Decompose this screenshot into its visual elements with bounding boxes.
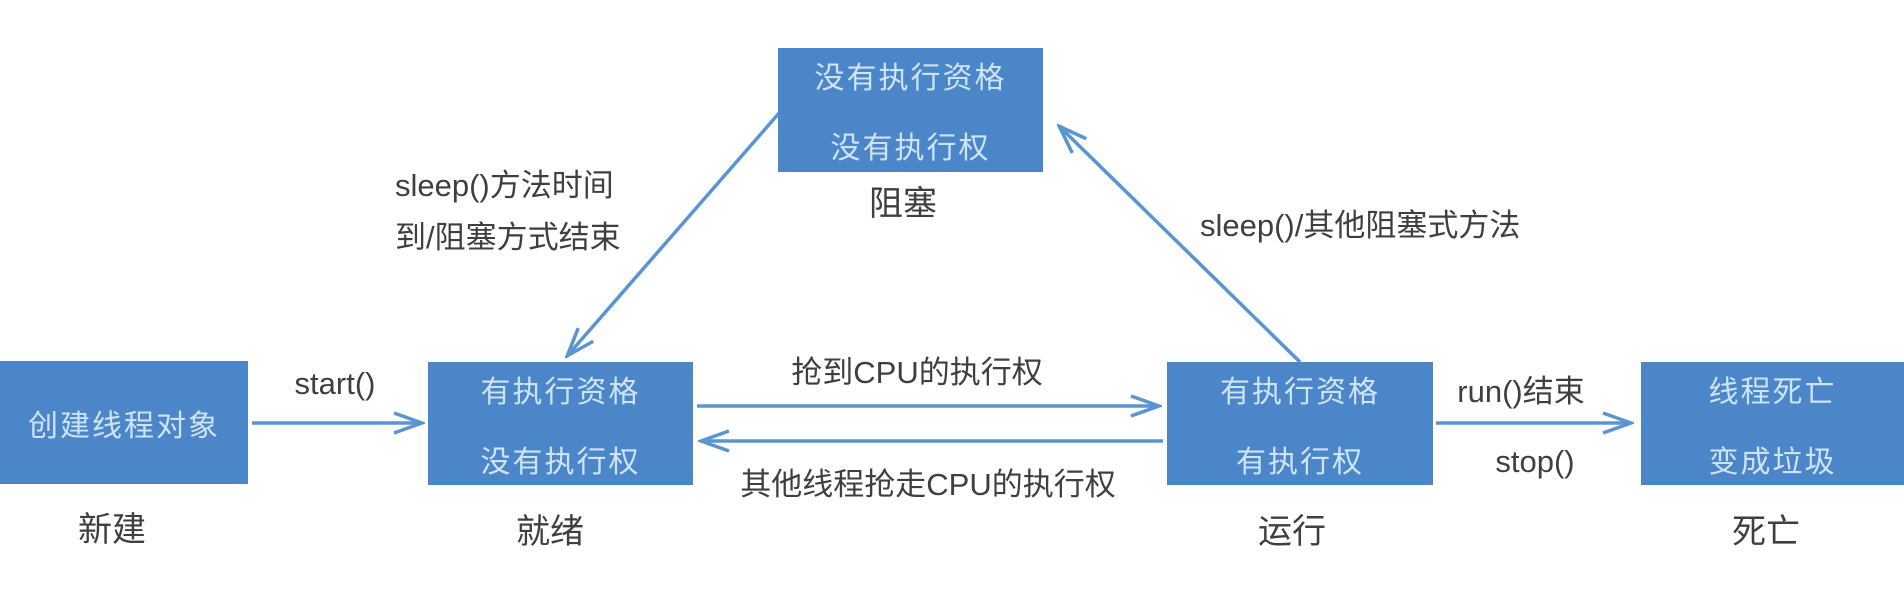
state-box-new: 创建线程对象: [0, 361, 248, 484]
edge-label-wake-line1: sleep()方法时间: [395, 168, 614, 203]
state-text-line: 有执行资格: [480, 375, 641, 409]
state-text-line: 没有执行权: [830, 132, 991, 165]
edge-block-arrow: [1060, 127, 1302, 364]
edge-label-wake-line2: 到/阻塞方式结束: [395, 220, 621, 255]
state-text-line: 没有执行权: [480, 445, 641, 479]
state-text-line: 有执行资格: [1220, 375, 1380, 409]
edge-label-start: start(): [294, 366, 376, 401]
state-label-new: 新建: [78, 511, 146, 549]
edge-label-stop: stop(): [1495, 444, 1575, 479]
state-text-line: 有执行权: [1236, 445, 1364, 479]
edge-label-wake: sleep()方法时间 到/阻塞方式结束: [395, 160, 695, 264]
state-text-line: 创建线程对象: [28, 409, 220, 443]
state-text-line: 线程死亡: [1708, 375, 1837, 409]
state-box-dead: 线程死亡 变成垃圾: [1641, 362, 1904, 485]
state-label-dead: 死亡: [1732, 513, 1800, 551]
state-label-blocked: 阻塞: [869, 185, 937, 223]
edge-label-acquire: 抢到CPU的执行权: [791, 355, 1043, 390]
edge-wake-arrow: [568, 110, 782, 355]
edge-label-block: sleep()/其他阻塞式方法: [1200, 208, 1521, 243]
state-box-blocked: 没有执行资格 没有执行权: [778, 48, 1043, 172]
edge-label-run-end: run()结束: [1457, 374, 1585, 409]
edge-label-lose: 其他线程抢走CPU的执行权: [740, 467, 1116, 502]
state-label-ready: 就绪: [516, 513, 584, 551]
state-text-line: 变成垃圾: [1708, 445, 1837, 479]
state-text-line: 没有执行资格: [814, 62, 1007, 95]
state-box-running: 有执行资格 有执行权: [1167, 362, 1433, 485]
state-label-running: 运行: [1258, 513, 1326, 551]
state-box-ready: 有执行资格 没有执行权: [428, 362, 693, 485]
